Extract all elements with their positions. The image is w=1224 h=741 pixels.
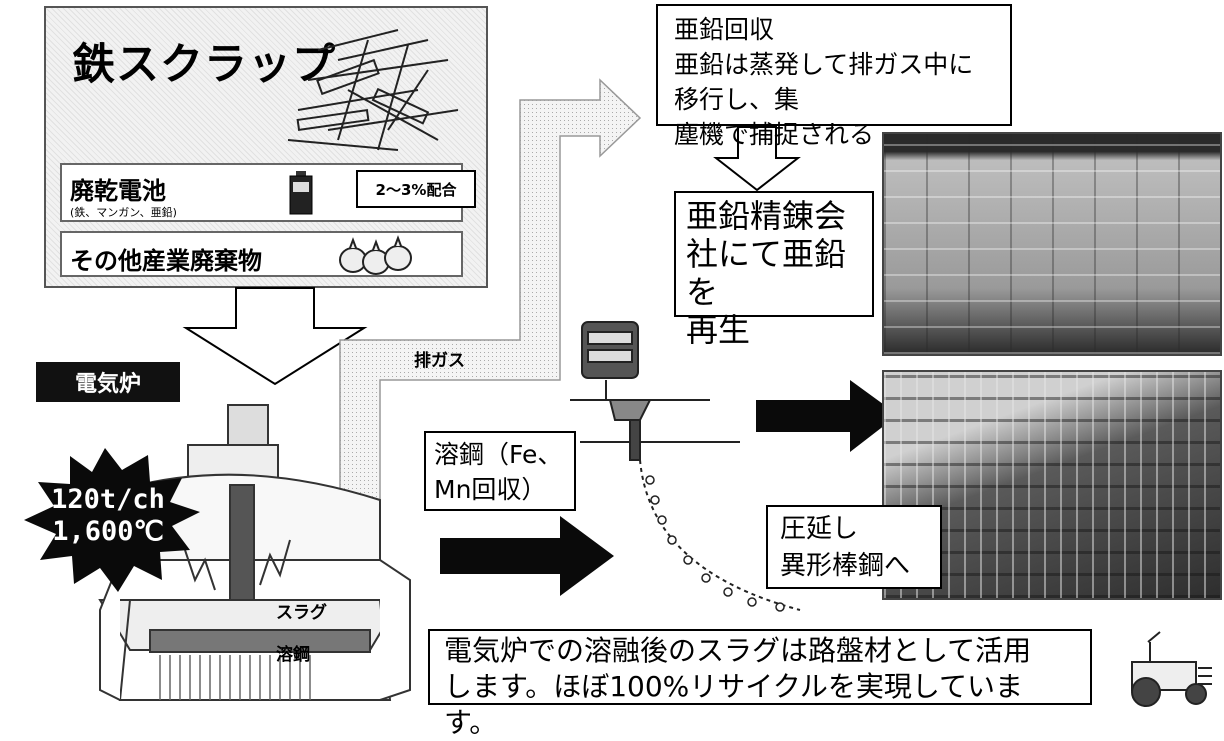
battery-note: (鉄、マンガン、亜鉛) [70,206,177,219]
rolling-box: 圧延し 異形棒鋼へ [766,505,942,589]
refine-line1: 亜鉛精錬会 [686,197,847,235]
zinc-down-arrow [713,126,801,192]
rolling-line1: 圧延し [780,514,859,544]
slag-use-line1: 電気炉での溶融後のスラグは路盤材として活用 [444,634,1032,667]
waste-bags-icon [339,235,412,275]
temperature-value: 1,600℃ [52,516,164,547]
zinc-desc-line1: 亜鉛は蒸発して排ガス中に移行し、集 [674,50,974,114]
furnace-tag: 電気炉 [36,362,180,402]
steel-line2: Mn回収） [434,475,547,504]
rolling-line2: 異形棒鋼へ [780,551,911,581]
slag-use-box: 電気炉での溶融後のスラグは路盤材として活用 します。ほぼ100%リサイクルを実現… [428,629,1092,739]
furnace-drawing [98,404,411,701]
down-arrow [182,287,368,386]
battery-label: 廃乾電池 [70,177,166,205]
steel-line1: 溶鋼（Fe、 [434,440,563,469]
molten-steel-box: 溶鋼（Fe、 Mn回収） [424,431,576,511]
caster-drawing [570,321,801,612]
slag-use-line2: します。ほぼ100%リサイクルを実現しています。 [444,670,1024,739]
exhaust-arrow [339,78,642,511]
battery-icon [289,171,313,215]
scrap-pile-icon [287,29,459,151]
exhaust-label: 排ガス [414,351,465,371]
caster-to-rolling-arrow [756,380,898,452]
refine-line3: 再生 [686,311,751,349]
capacity-value: 120t/ch [51,484,165,515]
flow-graphics [24,78,1212,707]
battery-ratio-badge: 2～3%配合 [356,170,476,208]
capacity-starburst [24,448,200,592]
tractor-icon [1131,631,1212,707]
molten-steel-label: 溶鋼 [276,645,310,665]
zinc-desc-line2: 塵機で捕捉される [674,120,875,149]
slag-label: スラグ [276,603,327,623]
refine-line2: 社にて亜鉛を [686,235,847,311]
other-waste-label: その他産業廃棄物 [70,247,262,275]
zinc-product-photo [882,132,1222,356]
zinc-recovery-box: 亜鉛回収 亜鉛は蒸発して排ガス中に移行し、集 塵機で捕捉される [656,4,1012,149]
zinc-refining-box: 亜鉛精錬会 社にて亜鉛を 再生 [674,191,874,349]
scrap-label: 鉄スクラップ [72,40,336,90]
furnace-to-caster-arrow [440,516,614,596]
zinc-title: 亜鉛回収 [674,15,775,44]
capacity-text: 120t/ch 1,600℃ [10,484,206,548]
